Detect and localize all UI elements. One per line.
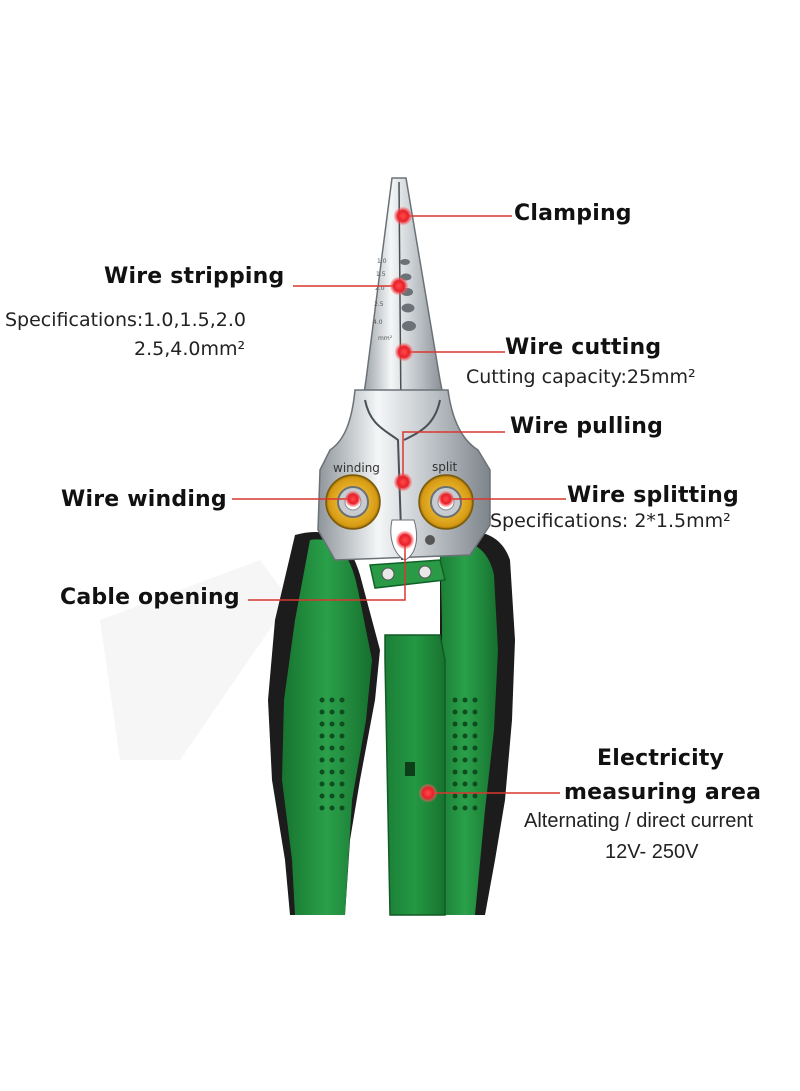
gauge-mark: 2.0 <box>375 285 385 292</box>
plier-head: 1.0 1.5 2.0 2.5 4.0 mm² winding split <box>317 177 491 561</box>
winding-marker-icon <box>345 491 361 507</box>
left-grip-dots <box>319 697 345 811</box>
stripping-marker-icon <box>390 277 408 295</box>
cable-opening-marker-icon <box>396 531 414 549</box>
right-handle <box>430 531 515 915</box>
wire-stripping-spec-line2: 2.5,4.0mm² <box>134 338 246 360</box>
label-wire-splitting: Wire splitting <box>567 483 739 508</box>
gauge-mark: 4.0 <box>373 319 383 326</box>
gauge-mark: 1.5 <box>376 271 386 278</box>
pivot-spring <box>369 559 446 589</box>
pulling-marker-icon <box>394 473 412 491</box>
hole-label-winding: winding <box>333 461 380 475</box>
label-electricity-line2: measuring area <box>564 780 762 805</box>
electricity-meter-box <box>384 634 446 916</box>
electricity-spec-line1: Alternating / direct current <box>524 810 753 832</box>
wire-cutting-spec: Cutting capacity:25mm² <box>466 366 696 388</box>
shadow <box>100 560 290 760</box>
splitting-marker-icon <box>438 491 454 507</box>
label-wire-pulling: Wire pulling <box>510 414 664 439</box>
measuring-marker-icon <box>419 784 437 802</box>
label-electricity-line1: Electricity <box>597 746 725 771</box>
clamping-marker-icon <box>394 207 412 225</box>
label-wire-winding: Wire winding <box>61 487 227 512</box>
gauge-mark: 1.0 <box>377 258 387 265</box>
label-wire-stripping: Wire stripping <box>104 264 285 289</box>
marker-dots <box>345 207 454 802</box>
label-wire-cutting: Wire cutting <box>505 335 662 360</box>
label-cable-opening: Cable opening <box>60 585 240 610</box>
hole-label-split: split <box>432 460 458 474</box>
label-clamping: Clamping <box>514 201 632 226</box>
left-handle <box>268 531 380 915</box>
right-grip-dots <box>452 697 478 811</box>
wire-stripping-spec-line1: Specifications:1.0,1.5,2.0 <box>5 309 247 331</box>
gauge-mark: mm² <box>378 335 393 342</box>
gauge-mark: 2.5 <box>374 301 384 308</box>
leader-lines <box>232 215 566 794</box>
wire-splitting-spec: Specifications: 2*1.5mm² <box>490 510 731 532</box>
meter-led-icon <box>405 762 415 776</box>
electricity-spec-line2: 12V- 250V <box>605 841 699 863</box>
cutting-marker-icon <box>395 343 413 361</box>
